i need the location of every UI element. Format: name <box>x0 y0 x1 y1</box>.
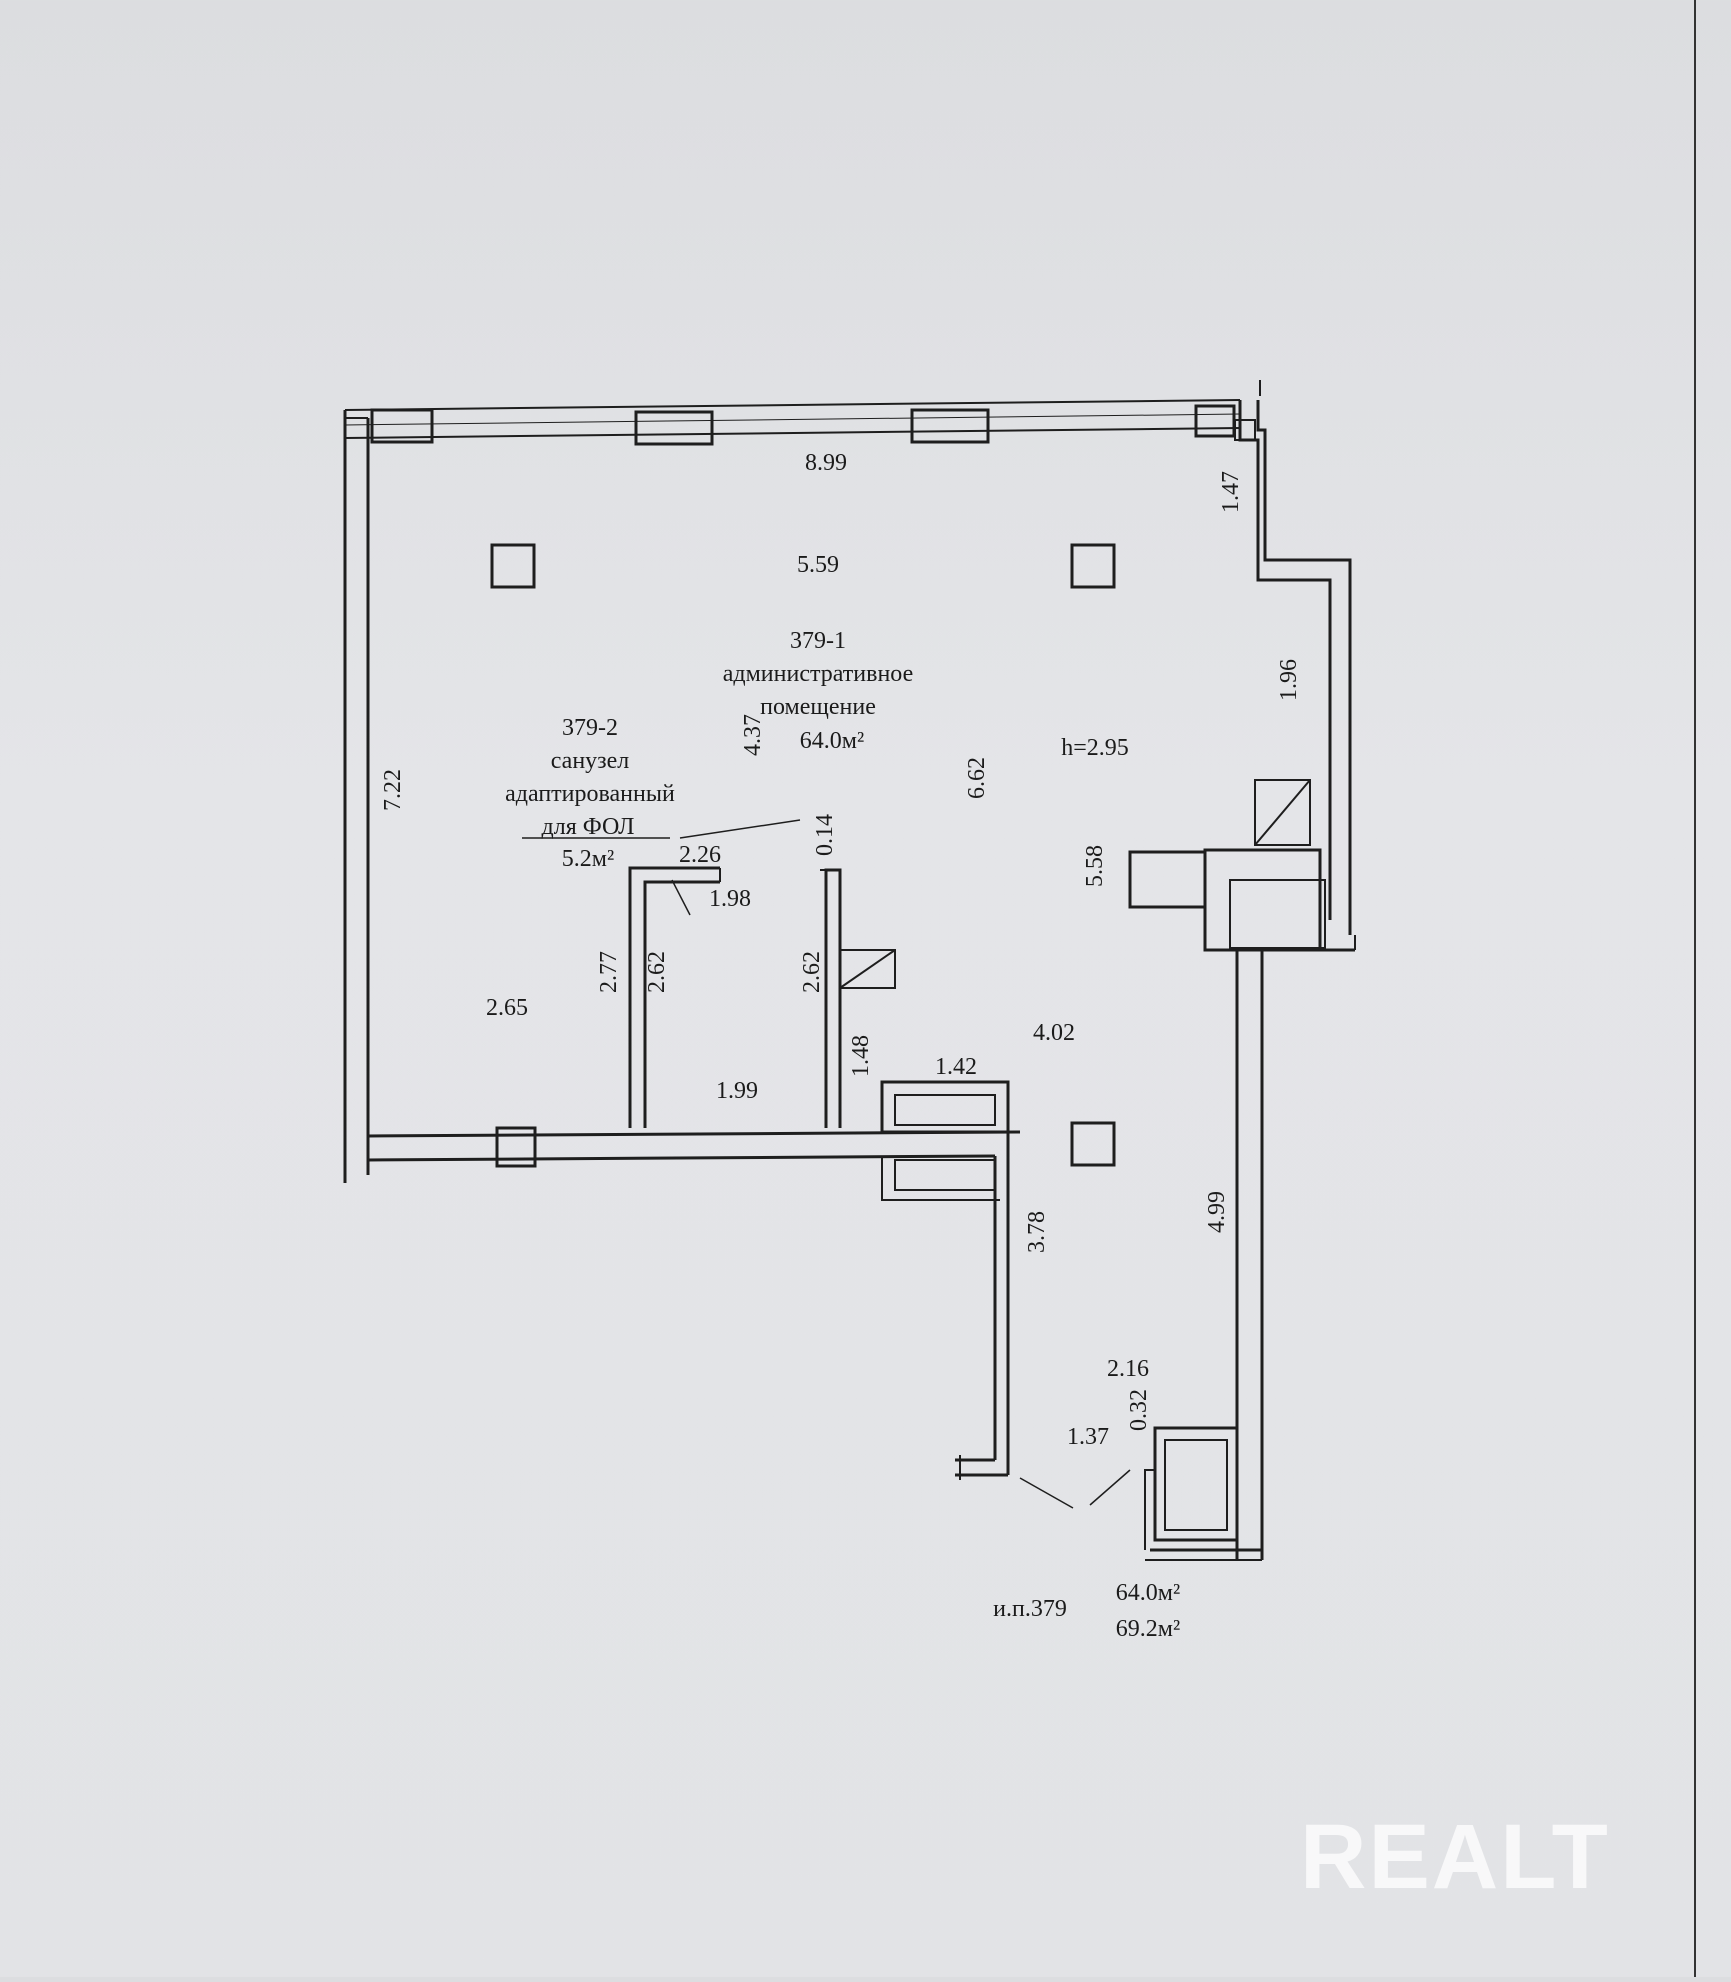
summary-label: и.п.379 <box>993 1596 1067 1622</box>
room-main-id: 379-1 <box>790 628 846 654</box>
niche-1 <box>1254 779 1311 846</box>
room-bath-area: 5.2м² <box>562 846 614 872</box>
dim-0-32: 0.32 <box>1126 1389 1152 1431</box>
window-3 <box>910 408 990 444</box>
dim-0-14: 0.14 <box>812 814 838 856</box>
dim-1-37: 1.37 <box>1067 1424 1109 1450</box>
dim-top-width: 8.99 <box>805 450 847 476</box>
dim-2-65: 2.65 <box>486 995 528 1021</box>
column-3 <box>1070 1121 1116 1167</box>
column-2 <box>1070 543 1116 589</box>
dim-4-99: 4.99 <box>1204 1191 1230 1233</box>
dim-5-58: 5.58 <box>1082 845 1108 887</box>
dim-3-78: 3.78 <box>1024 1211 1050 1253</box>
dim-2-77: 2.77 <box>596 951 622 993</box>
dim-1-99: 1.99 <box>716 1078 758 1104</box>
room-main-name-2: помещение <box>760 694 876 720</box>
dim-1-42: 1.42 <box>935 1054 977 1080</box>
dim-5-59: 5.59 <box>797 552 839 578</box>
dim-1-48: 1.48 <box>848 1035 874 1077</box>
summary-area-total: 69.2м² <box>1116 1616 1180 1642</box>
bathroom-walls <box>628 819 896 1128</box>
room-main-height: h=2.95 <box>1061 735 1129 761</box>
window-1 <box>370 408 434 444</box>
column-right-large <box>1203 848 1322 952</box>
dim-2-62-b: 2.62 <box>799 951 825 993</box>
window-4 <box>1194 404 1236 438</box>
room-bath-name-2: адаптированный <box>505 781 675 807</box>
column-right-small <box>1128 850 1207 909</box>
room-main-name-1: административное <box>723 661 914 687</box>
dim-1-96: 1.96 <box>1276 659 1302 701</box>
top-wall <box>344 399 1241 446</box>
left-wall <box>343 410 370 1183</box>
dim-1-98: 1.98 <box>709 886 751 912</box>
room-bath-name-1: санузел <box>551 748 630 774</box>
room-main-area: 64.0м² <box>800 728 864 754</box>
summary-area-main: 64.0м² <box>1116 1580 1180 1606</box>
room-bath-name-3: для ФОЛ <box>542 814 635 840</box>
lower-block <box>1153 1426 1239 1542</box>
dim-2-26: 2.26 <box>679 842 721 868</box>
corridor-walls <box>880 1080 1131 1509</box>
vent-shaft <box>839 949 896 989</box>
dim-6-62: 6.62 <box>964 757 990 799</box>
dim-7-22: 7.22 <box>380 769 406 811</box>
column-bottom-left <box>495 1126 537 1168</box>
realt-watermark: REALT <box>1300 1806 1610 1908</box>
dim-2-62-a: 2.62 <box>644 951 670 993</box>
room-bath-id: 379-2 <box>562 715 618 741</box>
dim-1-47: 1.47 <box>1218 471 1244 513</box>
window-2 <box>634 410 714 446</box>
dim-4-37: 4.37 <box>740 714 766 756</box>
dim-4-02: 4.02 <box>1033 1020 1075 1046</box>
column-1 <box>490 543 536 589</box>
right-wall <box>1128 380 1356 1561</box>
dim-2-16: 2.16 <box>1107 1356 1149 1382</box>
